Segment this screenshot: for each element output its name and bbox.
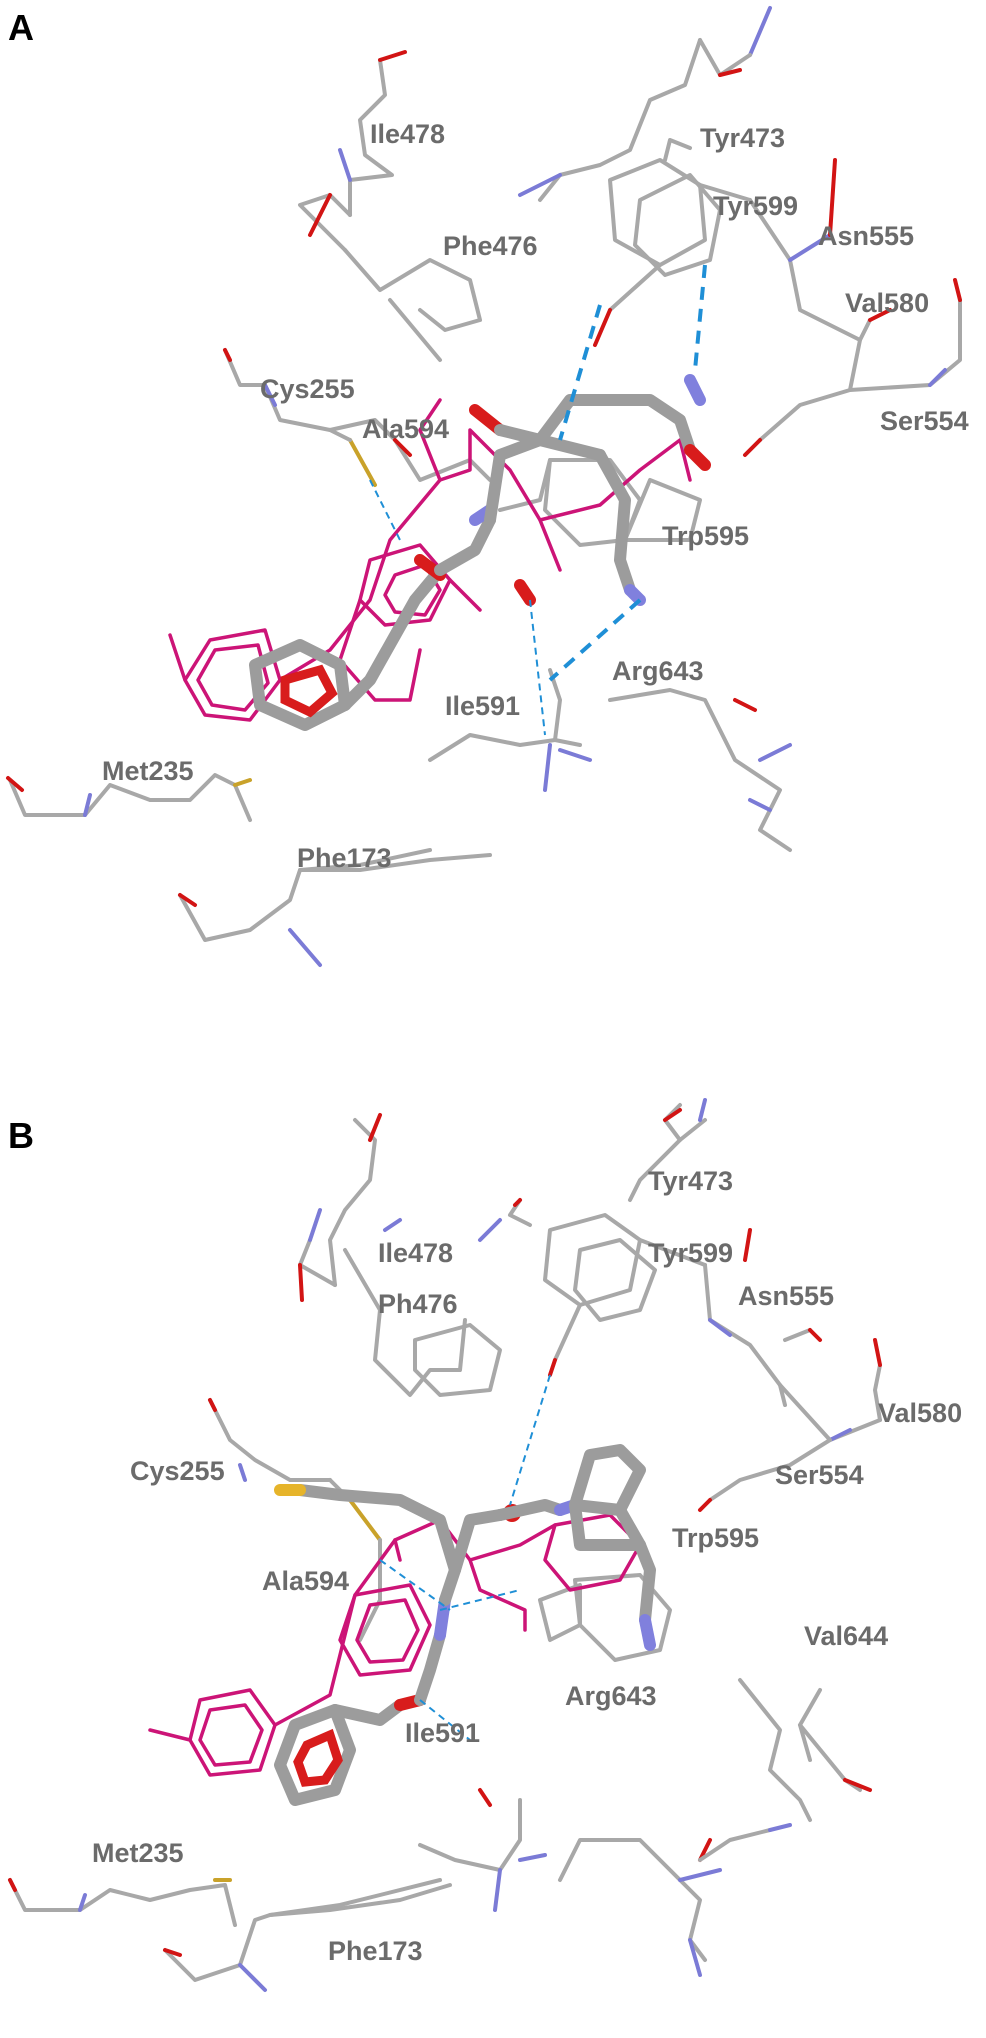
label-tyr473: Tyr473 xyxy=(648,1166,733,1196)
label-trp595: Trp595 xyxy=(662,521,749,551)
label-ser554: Ser554 xyxy=(880,406,969,436)
panel-b: B xyxy=(8,1098,962,1992)
panel-a: A xyxy=(6,6,969,967)
label-val644: Val644 xyxy=(804,1621,888,1651)
panel-a-reference-ligand xyxy=(168,398,692,722)
label-trp595: Trp595 xyxy=(672,1523,759,1553)
label-met235: Met235 xyxy=(92,1838,184,1868)
label-tyr599: Tyr599 xyxy=(713,191,798,221)
label-ile591: Ile591 xyxy=(405,1718,480,1748)
panel-a-hydrogen-bonds xyxy=(369,264,707,736)
panel-b-reference-ligand xyxy=(148,1513,642,1777)
label-cys255: Cys255 xyxy=(260,374,355,404)
label-asn555: Asn555 xyxy=(818,221,914,251)
label-phe173: Phe173 xyxy=(328,1936,423,1966)
label-ph476: Ph476 xyxy=(378,1289,458,1319)
label-met235: Met235 xyxy=(102,756,194,786)
label-ala594: Ala594 xyxy=(262,1566,349,1596)
label-ser554: Ser554 xyxy=(775,1460,864,1490)
panel-b-protein-sticks xyxy=(8,1098,882,1992)
panel-b-letter: B xyxy=(8,1115,34,1156)
label-ile591: Ile591 xyxy=(445,691,520,721)
label-asn555: Asn555 xyxy=(738,1281,834,1311)
panel-a-docked-ligand xyxy=(249,374,711,731)
label-val580: Val580 xyxy=(845,288,929,318)
panel-a-labels: Ile478 Tyr473 Tyr599 Asn555 Phe476 Val58… xyxy=(102,119,969,873)
label-phe476: Phe476 xyxy=(443,231,538,261)
label-ile478: Ile478 xyxy=(370,119,445,149)
panel-a-letter: A xyxy=(8,7,34,48)
label-val580: Val580 xyxy=(878,1398,962,1428)
label-phe173: Phe173 xyxy=(297,843,392,873)
panel-b-hydrogen-bonds xyxy=(379,1374,551,1741)
panel-b-docked-ligand xyxy=(274,1444,656,1806)
label-tyr599: Tyr599 xyxy=(648,1238,733,1268)
panel-a-protein-sticks xyxy=(6,6,962,967)
label-ile478: Ile478 xyxy=(378,1238,453,1268)
label-arg643: Arg643 xyxy=(565,1681,657,1711)
label-tyr473: Tyr473 xyxy=(700,123,785,153)
label-ala594: Ala594 xyxy=(362,414,449,444)
panel-b-labels: Tyr473 Ile478 Tyr599 Asn555 Ph476 Val580… xyxy=(92,1166,962,1966)
label-cys255: Cys255 xyxy=(130,1456,225,1486)
label-arg643: Arg643 xyxy=(612,656,704,686)
